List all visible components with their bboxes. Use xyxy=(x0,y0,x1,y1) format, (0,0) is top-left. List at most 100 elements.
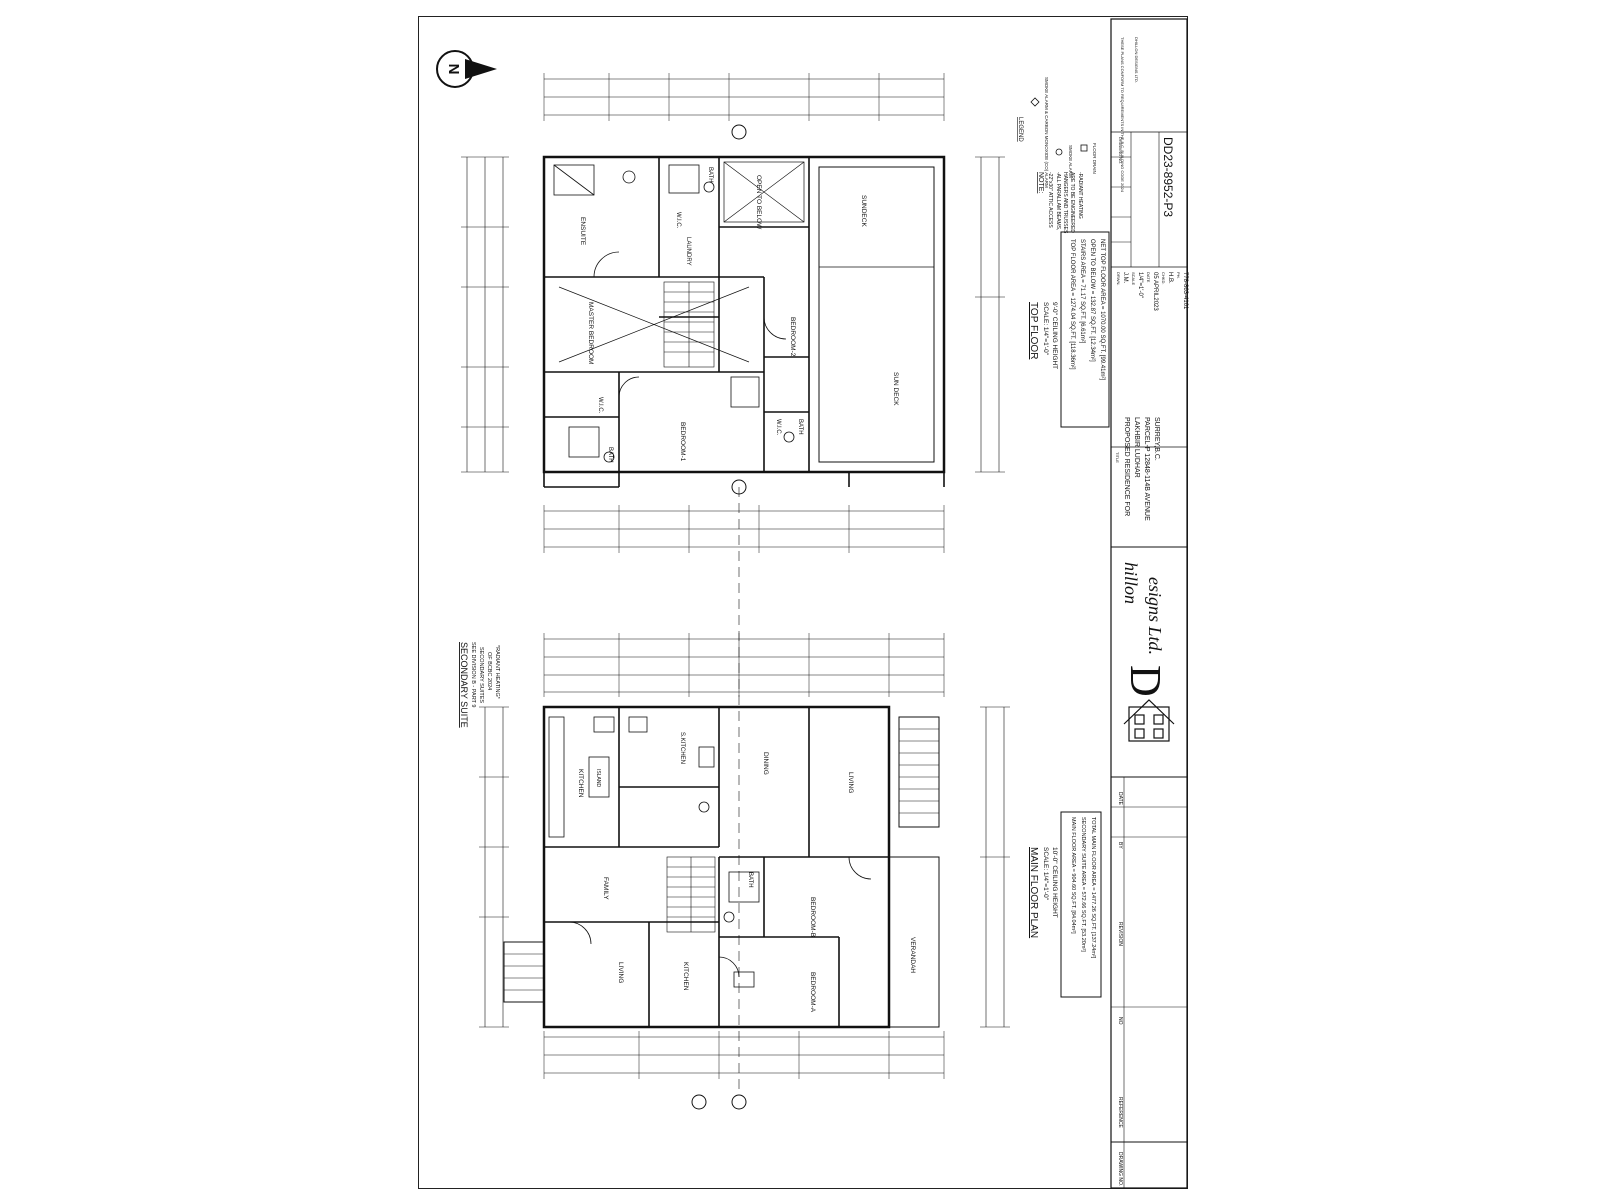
svg-text:LAKHBIR LUDHAR: LAKHBIR LUDHAR xyxy=(1133,417,1140,478)
svg-text:TOP FLOOR: TOP FLOOR xyxy=(1028,302,1039,359)
svg-text:hillon: hillon xyxy=(1121,562,1141,604)
svg-text:BEDROOM-A: BEDROOM-A xyxy=(809,972,816,1013)
notes-block: NOTE: -22"x30" ATTIC ACCESS -ALL PARALLA… xyxy=(1037,172,1083,234)
svg-text:SECONDARY SUITES: SECONDARY SUITES xyxy=(478,647,484,703)
svg-text:DINING: DINING xyxy=(762,752,769,775)
north-arrow-icon: N xyxy=(436,50,497,88)
svg-text:HANGERS AND TRUSSES: HANGERS AND TRUSSES xyxy=(1062,172,1068,234)
svg-text:REFERENCE: REFERENCE xyxy=(1117,1097,1123,1129)
svg-text:DATE: DATE xyxy=(1146,272,1151,283)
svg-text:DRAWING NO.: DRAWING NO. xyxy=(1118,137,1123,164)
drawing-number: DD23-8952-P3 xyxy=(1161,137,1175,217)
smoke-co-alarm-icon xyxy=(1030,97,1040,107)
svg-text:PROPOSED RESIDENCE FOR: PROPOSED RESIDENCE FOR xyxy=(1123,417,1130,516)
svg-text:SEE DIVISION B - PART 9: SEE DIVISION B - PART 9 xyxy=(470,642,476,707)
svg-text:-RADIANT HEATING: -RADIANT HEATING xyxy=(1077,172,1083,219)
svg-text:SCALE: SCALE xyxy=(1131,272,1136,285)
svg-text:10'-0" CEILING HEIGHT: 10'-0" CEILING HEIGHT xyxy=(1051,847,1058,918)
svg-text:SECONDARY SUITE AREA = 572.66: SECONDARY SUITE AREA = 572.66 SQ.FT. [53… xyxy=(1080,817,1086,952)
svg-text:BATH: BATH xyxy=(747,872,753,888)
svg-text:CHKD.: CHKD. xyxy=(1161,272,1166,284)
svg-text:*RADIANT HEATING*: *RADIANT HEATING* xyxy=(494,645,500,700)
svg-text:LAUNDRY: LAUNDRY xyxy=(685,237,691,266)
svg-text:DATE: DATE xyxy=(1117,792,1123,806)
company-logo: hillon esigns Ltd. D xyxy=(1121,562,1175,742)
svg-text:W.I.C.: W.I.C. xyxy=(597,397,603,414)
svg-text:STAIRS AREA = 71.17 SQ.FT. [6.: STAIRS AREA = 71.17 SQ.FT. [6.61m²] xyxy=(1079,239,1085,344)
svg-text:LIVING: LIVING xyxy=(617,962,624,983)
svg-text:PH.: PH. xyxy=(1176,272,1181,279)
svg-text:MAIN FLOOR PLAN: MAIN FLOOR PLAN xyxy=(1028,847,1039,938)
svg-text:TITLE: TITLE xyxy=(1115,452,1120,463)
top-floor-title: TOP FLOOR SCALE: 1/4"=1'-0" 9'-0" CEILIN… xyxy=(1028,231,1110,428)
main-floor-title: MAIN FLOOR PLAN SCALE: 1/4"=1'-0" 10'-0"… xyxy=(1028,811,1102,998)
svg-text:ENSUITE: ENSUITE xyxy=(579,217,586,246)
svg-text:LIVING: LIVING xyxy=(847,772,854,793)
svg-text:9'-0" CEILING HEIGHT: 9'-0" CEILING HEIGHT xyxy=(1051,302,1058,369)
svg-text:W.I.C.: W.I.C. xyxy=(775,419,781,436)
svg-text:OF BCBC 2024: OF BCBC 2024 xyxy=(486,652,492,690)
svg-text:W.I.C.: W.I.C. xyxy=(675,212,681,229)
svg-text:VERANDAH: VERANDAH xyxy=(909,937,916,973)
main-floor-room-labels: KITCHEN ISLAND S.KITCHEN DINING LIVING F… xyxy=(577,732,916,1013)
svg-text:NET TOP FLOOR AREA = 1070.00 S: NET TOP FLOOR AREA = 1070.00 SQ.FT. [99.… xyxy=(1099,239,1105,380)
top-floor-plan xyxy=(461,73,1005,553)
svg-text:BATH: BATH xyxy=(707,167,713,183)
logo-house-icon xyxy=(1123,699,1175,742)
svg-text:FAMILY: FAMILY xyxy=(602,877,609,900)
svg-text:778-863-4101: 778-863-4101 xyxy=(1182,272,1188,310)
svg-text:SMOKE ALARM: SMOKE ALARM xyxy=(1068,145,1073,178)
svg-text:OPEN TO BELOW: OPEN TO BELOW xyxy=(755,175,762,230)
svg-text:SURREY,B.C.: SURREY,B.C. xyxy=(1153,417,1160,461)
svg-text:BEDROOM-B: BEDROOM-B xyxy=(809,897,816,937)
svg-text:ISLAND: ISLAND xyxy=(595,769,601,787)
svg-text:FLOOR DRAIN: FLOOR DRAIN xyxy=(1092,143,1097,174)
svg-text:NO: NO xyxy=(1117,1017,1123,1025)
svg-text:NOTE:: NOTE: xyxy=(1037,172,1044,193)
svg-text:KITCHEN: KITCHEN xyxy=(577,769,584,798)
svg-text:SECONDARY SUITE: SECONDARY SUITE xyxy=(459,642,469,728)
svg-text:esigns Ltd.: esigns Ltd. xyxy=(1145,577,1165,655)
north-label: N xyxy=(445,64,462,75)
svg-text:J.M.: J.M. xyxy=(1122,272,1128,284)
svg-text:1/4"=1'-0": 1/4"=1'-0" xyxy=(1137,272,1143,298)
section-marker-icon xyxy=(691,124,747,1110)
svg-text:BEDROOM-2: BEDROOM-2 xyxy=(789,317,796,357)
svg-text:BY: BY xyxy=(1117,842,1123,849)
svg-text:MASTER BEDROOM: MASTER BEDROOM xyxy=(587,302,594,364)
svg-text:REVISION: REVISION xyxy=(1117,922,1123,946)
legend: LEGEND SMOKE ALARM & CARBON MONOXIDE (CO… xyxy=(1017,77,1097,188)
svg-text:THESE PLANS CONFORM TO REQUIRE: THESE PLANS CONFORM TO REQUIREMENTS IN T… xyxy=(1120,37,1125,193)
secondary-suite-note: SECONDARY SUITE SEE DIVISION B - PART 9 … xyxy=(459,642,500,728)
svg-text:BATH: BATH xyxy=(607,447,613,463)
drawing-sheet: N xyxy=(418,16,1188,1189)
svg-text:S.KITCHEN: S.KITCHEN xyxy=(679,732,685,764)
main-floor-plan xyxy=(479,633,1010,1079)
smoke-alarm-icon xyxy=(1055,148,1063,156)
floor-drain-icon xyxy=(1080,144,1088,152)
svg-text:KITCHEN: KITCHEN xyxy=(682,962,689,991)
svg-text:H.B.: H.B. xyxy=(1167,272,1173,284)
svg-text:SUNDECK: SUNDECK xyxy=(860,195,867,227)
svg-text:MAIN FLOOR AREA = 904.60 SQ.FT: MAIN FLOOR AREA = 904.60 SQ.FT. [84.04m²… xyxy=(1070,817,1076,934)
blueprint-svg: N xyxy=(436,18,1188,1189)
title-block: THESE PLANS CONFORM TO REQUIREMENTS IN T… xyxy=(1110,18,1188,1189)
svg-text:OPEN TO BELOW = 132.87 SQ.FT.: OPEN TO BELOW = 132.87 SQ.FT. [12.34m²] xyxy=(1089,239,1095,362)
svg-text:-ALL PARALLAM BEAMS,: -ALL PARALLAM BEAMS, xyxy=(1055,172,1061,230)
svg-text:TOP FLOOR AREA = 1274.04 SQ.FT: TOP FLOOR AREA = 1274.04 SQ.FT. [118.36m… xyxy=(1069,239,1075,370)
svg-text:TOTAL MAIN FLOOR AREA = 1477.2: TOTAL MAIN FLOOR AREA = 1477.26 SQ.FT. [… xyxy=(1090,817,1096,959)
svg-text:BATH: BATH xyxy=(797,419,803,435)
svg-text:-22"x30" ATTIC ACCESS: -22"x30" ATTIC ACCESS xyxy=(1047,172,1053,228)
svg-text:05 APRIL2023: 05 APRIL2023 xyxy=(1152,272,1158,311)
svg-text:SMOKE ALARM & CARBON MONOXIDE: SMOKE ALARM & CARBON MONOXIDE (CO) ALARM xyxy=(1044,77,1049,188)
svg-text:D: D xyxy=(1121,665,1170,697)
svg-text:BEDROOM-1: BEDROOM-1 xyxy=(679,422,686,462)
top-floor-room-labels: ENSUITE W.I.C. BATH LAUNDRY OPEN TO BELO… xyxy=(579,167,899,463)
svg-text:SUN DECK: SUN DECK xyxy=(892,372,899,406)
svg-text:PARCEL-P 12848-114B AVENUE: PARCEL-P 12848-114B AVENUE xyxy=(1143,417,1150,521)
svg-text:DHILLON DESIGNS LTD.: DHILLON DESIGNS LTD. xyxy=(1134,37,1139,83)
svg-text:DRWN.: DRWN. xyxy=(1116,272,1121,285)
svg-text:SCALE: 1/4"=1'-0": SCALE: 1/4"=1'-0" xyxy=(1042,847,1049,901)
svg-text:DRAWING NO.: DRAWING NO. xyxy=(1117,1152,1123,1186)
svg-text:ARE TO BE ENGINEERED: ARE TO BE ENGINEERED xyxy=(1069,172,1075,233)
